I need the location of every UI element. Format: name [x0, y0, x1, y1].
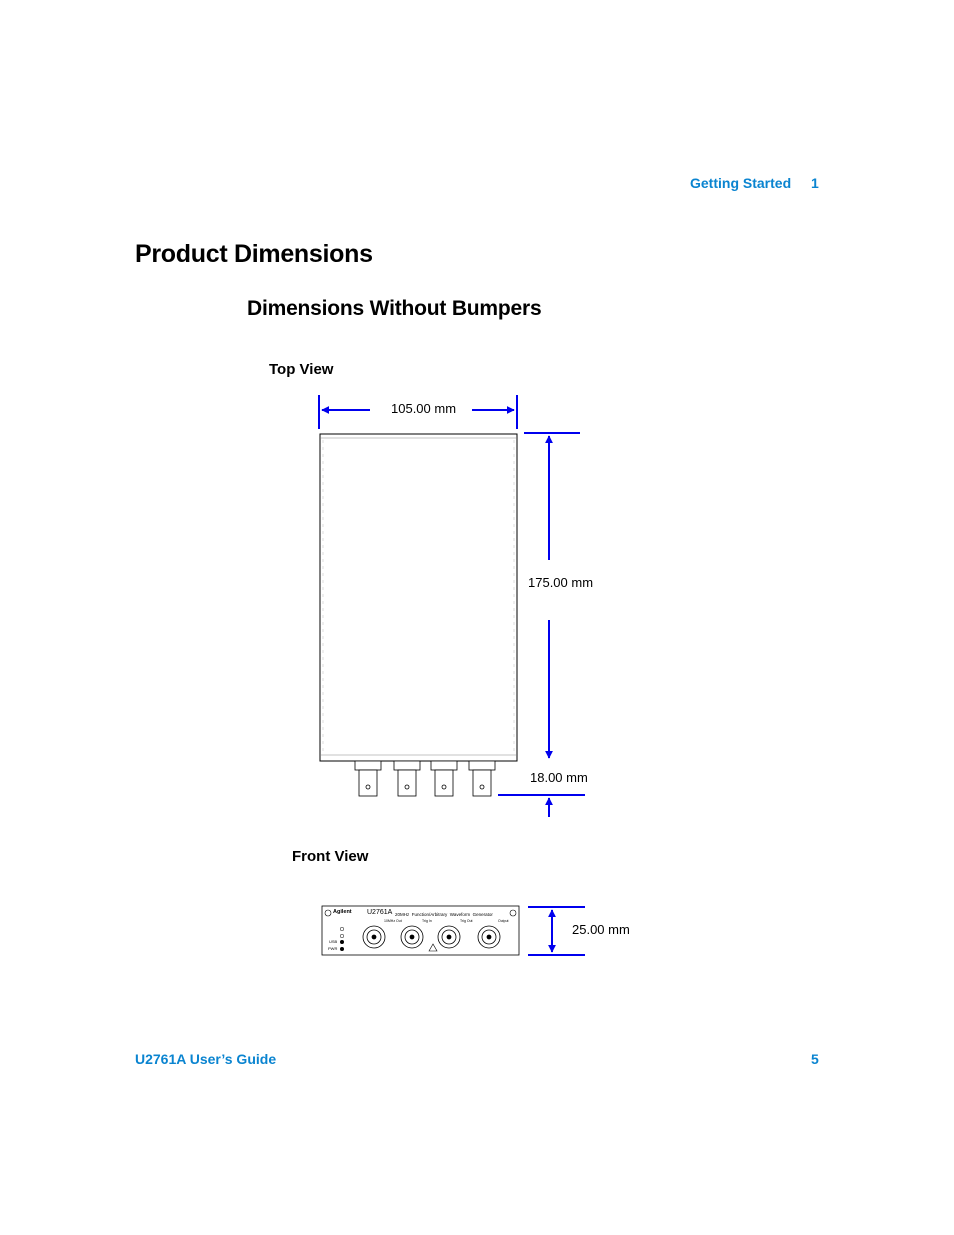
height-dimension [528, 906, 585, 956]
length-label: 175.00 mm [528, 575, 594, 590]
front-panel [321, 905, 520, 956]
panel-brand: Agilent [333, 909, 352, 915]
panel-model: U2761A [367, 909, 393, 916]
front-view-caption: Front View [292, 848, 369, 865]
panel-usb-label: USB [329, 939, 338, 944]
width-label: 105.00 mm [391, 401, 457, 416]
bnc-connector-2 [393, 760, 421, 797]
running-header-section: Getting Started [690, 175, 792, 191]
front-bnc-ports [362, 925, 501, 949]
width-dimension [318, 395, 518, 429]
warning-icon [428, 943, 438, 952]
footer-guide-title: U2761A User’s Guide [135, 1051, 277, 1067]
bnc-connector-3 [430, 760, 458, 797]
top-view-body [319, 433, 518, 762]
bnc-connector-1 [354, 760, 382, 797]
panel-pwr-label: PWR [328, 946, 338, 951]
panel-port-label-4: Output [498, 919, 509, 923]
panel-port-label-1: 10MHz Out [384, 919, 402, 923]
connector-length-label: 18.00 mm [530, 770, 588, 785]
panel-port-label-3: Trig Out [460, 919, 473, 923]
panel-description: 20MHz Function/Arbitrary Waveform Genera… [395, 912, 493, 917]
page-title: Product Dimensions [135, 240, 373, 268]
running-header-chapter: 1 [811, 175, 819, 191]
top-view-connectors [354, 760, 496, 797]
panel-port-label-2: Trig In [422, 919, 432, 923]
top-view-caption: Top View [269, 361, 334, 378]
length-dimension [524, 432, 580, 759]
height-label: 25.00 mm [572, 922, 630, 937]
section-subtitle: Dimensions Without Bumpers [247, 297, 542, 320]
bnc-connector-4 [468, 760, 496, 797]
connector-dimension [498, 794, 585, 817]
footer-page-number: 5 [811, 1051, 819, 1067]
